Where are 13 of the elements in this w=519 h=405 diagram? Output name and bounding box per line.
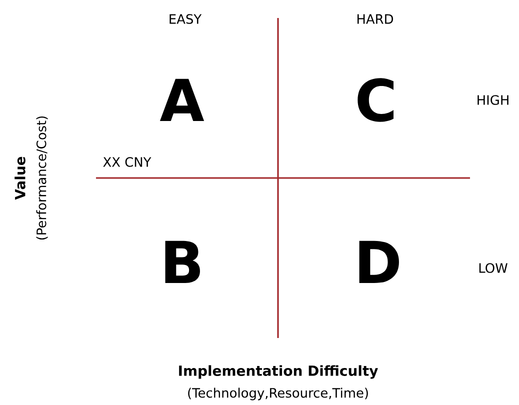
- threshold-label: XX CNY: [103, 157, 152, 167]
- column-heading: HARD: [357, 14, 394, 24]
- column-heading: EASY: [170, 14, 202, 24]
- quadrant-letter: D: [359, 240, 399, 284]
- axis-subtitle: (Performance/Cost): [36, 116, 48, 240]
- axis-title: Implementation Difficulty: [179, 365, 378, 379]
- row-label: HIGH: [478, 95, 508, 105]
- axis-subtitle: (Technology,Resource,Time): [188, 388, 368, 400]
- quadrant-letter: B: [165, 240, 200, 284]
- row-label: LOW: [479, 263, 508, 273]
- quadrant-letter: A: [160, 78, 204, 122]
- quadrant-letter: C: [358, 78, 394, 122]
- axis-title: Value: [14, 156, 26, 200]
